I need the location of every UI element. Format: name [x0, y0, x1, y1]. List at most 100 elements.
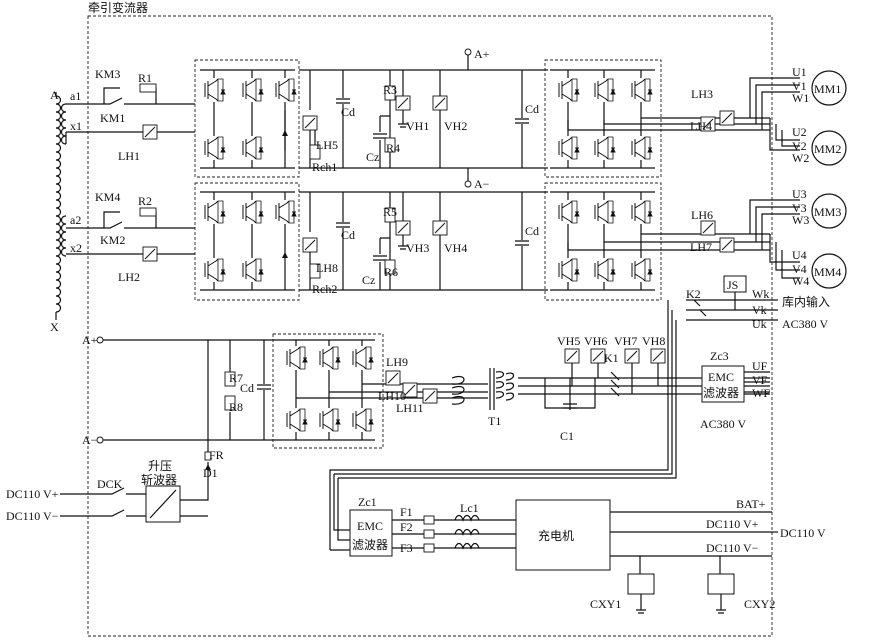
label-x2: x2 [70, 241, 82, 255]
label-Cd-1a: Cd [341, 105, 355, 119]
label-R8: R8 [229, 400, 243, 414]
label-R5: R5 [383, 205, 397, 219]
label-filter-zc1: 滤波器 [352, 538, 388, 552]
label-R2: R2 [138, 194, 152, 208]
label-Uk: Uk [752, 317, 767, 331]
label-VF: VF [752, 373, 768, 387]
label-AC380-output: AC380 V [700, 417, 746, 431]
label-Cd-2a: Cd [341, 228, 355, 242]
label-R6: R6 [384, 265, 398, 279]
label-LH11: LH11 [396, 401, 424, 415]
label-Vk: Vk [752, 303, 767, 317]
ct-LH2 [142, 246, 158, 262]
label-LH5: LH5 [316, 138, 338, 152]
label-AC380-depot: AC380 V [782, 317, 828, 331]
label-a2: a2 [70, 213, 81, 227]
label-VH8: VH8 [642, 334, 665, 348]
label-KM3: KM3 [95, 67, 120, 81]
motor-MM1-v: V1 [792, 79, 807, 93]
label-aux-Aplus: A+ [82, 333, 98, 347]
label-DC110-plus-out: DC110 V+ [706, 517, 759, 531]
label-Cd-aux: Cd [240, 381, 254, 395]
label-LH1: LH1 [118, 149, 140, 163]
motor-MM1-label: MM1 [814, 82, 841, 96]
charger-section [330, 474, 778, 614]
motor-MM4: MM4 U4 V4 W4 [792, 248, 847, 289]
label-DC110-minus-in: DC110 V− [6, 509, 59, 523]
label-boost-2: 斩波器 [141, 473, 177, 487]
label-R1: R1 [138, 71, 152, 85]
label-CXY2: CXY2 [744, 597, 775, 611]
motor-MM2-v: V2 [792, 139, 807, 153]
label-LH3: LH3 [691, 87, 713, 101]
label-VH5: VH5 [557, 334, 580, 348]
motor-MM3-u: U3 [792, 187, 807, 201]
label-Zc1: Zc1 [358, 495, 377, 509]
label-KM1: KM1 [100, 111, 125, 125]
motor-MM4-label: MM4 [814, 265, 841, 279]
motor-MM2-u: U2 [792, 125, 807, 139]
inverter-1 [544, 59, 800, 178]
charger-label: 充电机 [538, 528, 574, 543]
label-VH7: VH7 [614, 334, 637, 348]
label-R7: R7 [229, 371, 243, 385]
label-boost-1: 升压 [148, 459, 172, 473]
label-Rch2: Rch2 [312, 282, 337, 296]
label-K2: K2 [686, 287, 701, 301]
label-Cd-1b: Cd [525, 102, 539, 116]
label-C1: C1 [560, 429, 574, 443]
motor-MM3-w: W3 [792, 213, 809, 227]
ct-LH1 [142, 124, 158, 140]
aux-inverter [272, 333, 470, 449]
label-UF: UF [752, 359, 768, 373]
label-WF: WF [752, 386, 770, 400]
label-LH6: LH6 [691, 208, 713, 222]
label-VH2: VH2 [444, 119, 467, 133]
label-VH3: VH3 [406, 241, 429, 255]
label-R3: R3 [383, 83, 397, 97]
dc-link-1 [299, 48, 548, 188]
label-JS: JS [727, 278, 738, 292]
label-Rch1: Rch1 [312, 160, 337, 174]
label-Lc1: Lc1 [460, 501, 479, 515]
label-DC110-output: DC110 V [780, 526, 826, 540]
label-Cz-1: Cz [366, 150, 379, 164]
motor-MM2: MM2 U2 V2 W2 [792, 125, 847, 166]
rectifier-2 [194, 182, 300, 301]
label-Cd-2b: Cd [525, 224, 539, 238]
label-KM4: KM4 [95, 190, 120, 204]
converter-frame [87, 15, 773, 637]
label-LH9: LH9 [386, 355, 408, 369]
label-LH7: LH7 [690, 240, 712, 254]
label-VH6: VH6 [584, 334, 607, 348]
motor-MM4-v: V4 [792, 262, 807, 276]
motor-MM1-u: U1 [792, 65, 807, 79]
motor-MM3-v: V3 [792, 201, 807, 215]
label-bus-Aminus: A− [474, 177, 490, 191]
label-CXY1: CXY1 [590, 597, 621, 611]
vh7 [624, 348, 640, 364]
motor-MM2-w: W2 [792, 151, 809, 165]
label-FR: FR [209, 448, 224, 462]
inverter-2 [544, 182, 800, 301]
label-VH1: VH1 [406, 119, 429, 133]
label-aux-Aminus: A− [82, 433, 98, 447]
rectifier-1 [194, 59, 300, 178]
aux-dc-input [96, 336, 280, 470]
label-bus-Aplus: A+ [474, 47, 490, 61]
label-R4: R4 [386, 141, 400, 155]
label-Wk: Wk [752, 287, 769, 301]
label-LH8: LH8 [316, 261, 338, 275]
label-LH10: LH10 [378, 389, 406, 403]
label-F1: F1 [400, 505, 413, 519]
label-DCK: DCK [97, 477, 123, 491]
channel-1-input [65, 83, 195, 144]
motor-MM3: MM3 U3 V3 W3 [792, 187, 847, 229]
label-EMC-zc3: EMC [708, 370, 734, 384]
channel-2-input [66, 207, 195, 262]
motor-MM4-u: U4 [792, 248, 807, 262]
label-F3: F3 [400, 541, 413, 555]
label-VH4: VH4 [444, 241, 467, 255]
label-EMC-zc1: EMC [357, 519, 383, 533]
